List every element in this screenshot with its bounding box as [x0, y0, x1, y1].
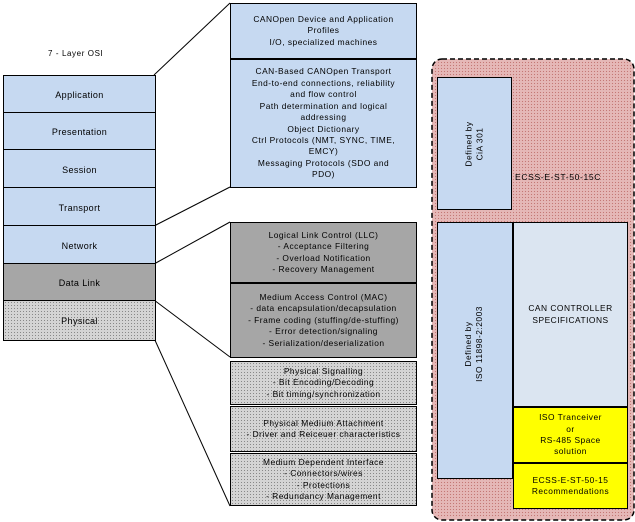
- osi-layer-physical: Physical: [3, 300, 156, 341]
- box-line: CANOpen Device and Application: [253, 13, 394, 24]
- transceiver-box: ISO Tranceiver or RS-485 Space solution: [513, 407, 628, 463]
- iso-line: Defined by: [463, 321, 473, 367]
- osi-layer-presentation: Presentation: [3, 112, 156, 152]
- osi-layer-application: Application: [3, 75, 156, 115]
- box-line: EMCY): [308, 146, 339, 157]
- box-line: - Serialization/deserialization: [262, 337, 385, 348]
- box-line: - Connectors/wires: [284, 468, 363, 479]
- box-line: ECSS-E-ST-50-15: [532, 474, 609, 485]
- box-line: Medium Access Control (MAC): [259, 291, 388, 302]
- osi-layer-transport: Transport: [3, 187, 156, 228]
- box-line: RS-485 Space: [540, 435, 601, 445]
- box-line: Profiles: [307, 25, 340, 36]
- iso-box: Defined by ISO 11898-2:2003: [437, 222, 513, 479]
- osi-layer-data-link: Data Link: [3, 263, 156, 303]
- recommendations-box: ECSS-E-ST-50-15 Recommendations: [513, 463, 628, 509]
- osi-layer-session: Session: [3, 149, 156, 190]
- box-line: - Protections: [296, 479, 351, 490]
- box-line: CAN CONTROLLER: [528, 303, 613, 314]
- canopen-profiles-box: CANOpen Device and Application Profiles …: [230, 3, 417, 59]
- box-line: - Frame coding (stuffing/de-stuffing): [248, 314, 399, 325]
- iso-line: ISO 11898-2:2003: [474, 306, 484, 382]
- box-line: Path determination and logical: [259, 100, 388, 111]
- connector-line: [153, 299, 231, 358]
- box-line: and flow control: [290, 89, 357, 100]
- box-line: Logical Link Control (LLC): [268, 229, 379, 240]
- box-line: Ctrl Protocols (NMT, SYNC, TIME,: [251, 134, 396, 145]
- box-line: solution: [554, 446, 587, 457]
- connector-line: [153, 2, 231, 76]
- box-line: - Acceptance Filtering: [277, 241, 370, 252]
- osi-layer-network: Network: [3, 225, 156, 266]
- cia-line: Defined by: [463, 121, 474, 167]
- connector-line: [153, 337, 231, 507]
- box-line: Object Dictionary: [287, 123, 360, 134]
- connector-line: [153, 186, 231, 227]
- osi-title: 7 - Layer OSI: [48, 49, 104, 58]
- box-line: Medium Dependent Interface: [262, 456, 384, 467]
- connector-line: [153, 221, 231, 265]
- box-line: - Recovery Management: [272, 263, 375, 274]
- box-line: CAN-Based CANOpen Transport: [255, 66, 392, 77]
- box-line: Recommendations: [531, 486, 610, 496]
- cia-line: CiA 301: [474, 127, 485, 161]
- box-line: End-to-end connections, reliability: [251, 77, 396, 88]
- box-line: - Overload Notification: [276, 252, 371, 263]
- can-controller-box: CAN CONTROLLER SPECIFICATIONS: [513, 222, 628, 407]
- box-line: - Error detection/signaling: [269, 326, 378, 337]
- box-line: Messaging Protocols (SDO and: [257, 157, 390, 168]
- mdi-box: Medium Dependent Interface - Connectors/…: [230, 453, 417, 506]
- box-line: Physical Signalling: [283, 365, 364, 376]
- cia-label: Defined by CiA 301: [464, 78, 486, 211]
- box-line: I/O, specialized machines: [269, 36, 378, 47]
- physical-signalling-box: Physical Signalling - Bit Encoding/Decod…: [230, 361, 417, 405]
- llc-box: Logical Link Control (LLC) - Acceptance …: [230, 222, 417, 283]
- box-line: or: [566, 423, 575, 434]
- box-line: addressing: [300, 112, 347, 123]
- box-line: - Bit Encoding/Decoding: [272, 377, 375, 388]
- cia-box: Defined by CiA 301: [437, 77, 512, 210]
- pma-box: Physical Medium Attachment - Driver and …: [230, 406, 417, 452]
- box-line: - Driver and Reiceuer characteristics: [246, 429, 401, 439]
- box-line: - data encapsulation/decapsulation: [250, 303, 397, 314]
- box-line: Physical Medium Attachment: [263, 417, 384, 428]
- mac-box: Medium Access Control (MAC) - data encap…: [230, 283, 417, 358]
- iso-label: Defined by ISO 11898-2:2003: [463, 264, 485, 424]
- ecss-label: ECSS-E-ST-50-15C: [515, 172, 602, 182]
- box-line: ISO Tranceiver: [539, 412, 602, 423]
- box-line: - Redundancy Management: [266, 490, 381, 501]
- box-line: PDO): [312, 169, 335, 180]
- box-line: SPECIFICATIONS: [532, 314, 609, 325]
- box-line: - Bit timing/synchronization: [266, 388, 381, 399]
- canopen-transport-box: CAN-Based CANOpen Transport End-to-end c…: [230, 59, 417, 188]
